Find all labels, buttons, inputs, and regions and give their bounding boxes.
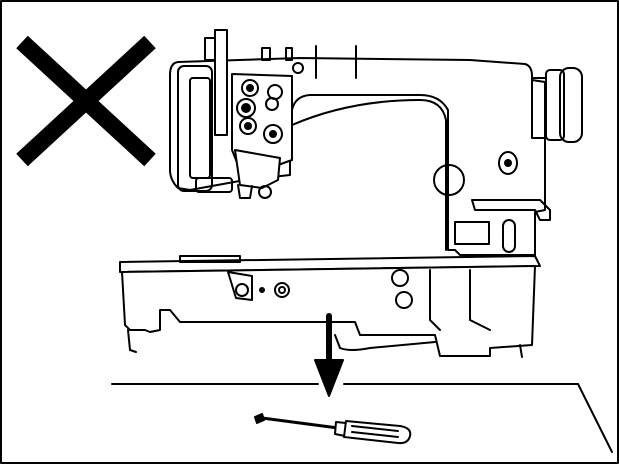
- arrow-head: [314, 359, 344, 397]
- table-surface: [111, 383, 613, 453]
- down-arrow-icon: [314, 313, 344, 397]
- cross-mark-icon: [16, 35, 156, 167]
- reverse-knob-center: [504, 159, 512, 167]
- screw-hole: [259, 287, 265, 293]
- oval-hole: [235, 283, 249, 297]
- handwheel-rim: [559, 67, 583, 143]
- arm-inner-line: [291, 99, 447, 251]
- screwdriver-shaft: [260, 416, 340, 430]
- oval-plate: [227, 271, 253, 301]
- reverse-knob: [498, 151, 518, 175]
- reverse-lever: [471, 199, 551, 221]
- bed-top: [119, 255, 541, 273]
- machine-bed: [119, 255, 541, 358]
- foot-knob: [258, 185, 272, 199]
- top-cap: [204, 37, 216, 61]
- dial-3: [236, 98, 256, 118]
- face-plate-inner: [189, 77, 211, 179]
- needle-assembly: [234, 149, 281, 189]
- slot-plate: [454, 221, 490, 245]
- bed-hole-1: [274, 282, 290, 298]
- dial-5: [239, 117, 257, 135]
- bed-plate-marking: [179, 255, 241, 263]
- table-edge-slope: [577, 383, 613, 453]
- bed-lower-edge: [334, 334, 436, 351]
- bed-hole-3: [395, 291, 413, 309]
- screwdriver-icon: [254, 413, 412, 445]
- handle-groove-1: [351, 425, 399, 432]
- bed-leg-right: [519, 344, 523, 358]
- screwdriver-tip: [254, 413, 265, 424]
- face-plate: [177, 65, 213, 192]
- tension-knob-top: [292, 62, 304, 74]
- handwheel-hub: [531, 77, 547, 139]
- dial-6-inner: [269, 130, 277, 138]
- bed-rib-2: [469, 269, 491, 331]
- presser-foot: [237, 184, 253, 199]
- presser-bar: [214, 29, 228, 136]
- dial-6: [263, 124, 283, 144]
- dial-4: [265, 97, 279, 111]
- bed-rib: [429, 269, 441, 331]
- dial-1-inner: [246, 84, 254, 92]
- dial-3-inner: [241, 103, 251, 113]
- lever-slot: [502, 219, 516, 253]
- machine-arm-outline: [169, 57, 546, 256]
- small-pin: [261, 47, 271, 61]
- bed-leg-left: [127, 329, 137, 353]
- lower-block: [195, 177, 233, 193]
- bed-hole-1-inner: [278, 286, 286, 294]
- dial-1: [241, 79, 259, 97]
- handwheel: [545, 69, 565, 141]
- bed-body: [121, 265, 536, 357]
- handle-groove-2: [351, 431, 399, 438]
- dial-5-inner: [244, 122, 252, 130]
- small-pin-2: [285, 47, 293, 61]
- sewing-machine-head: [169, 29, 583, 256]
- bed-hole-2: [391, 269, 409, 287]
- stitch-dial: [433, 164, 465, 196]
